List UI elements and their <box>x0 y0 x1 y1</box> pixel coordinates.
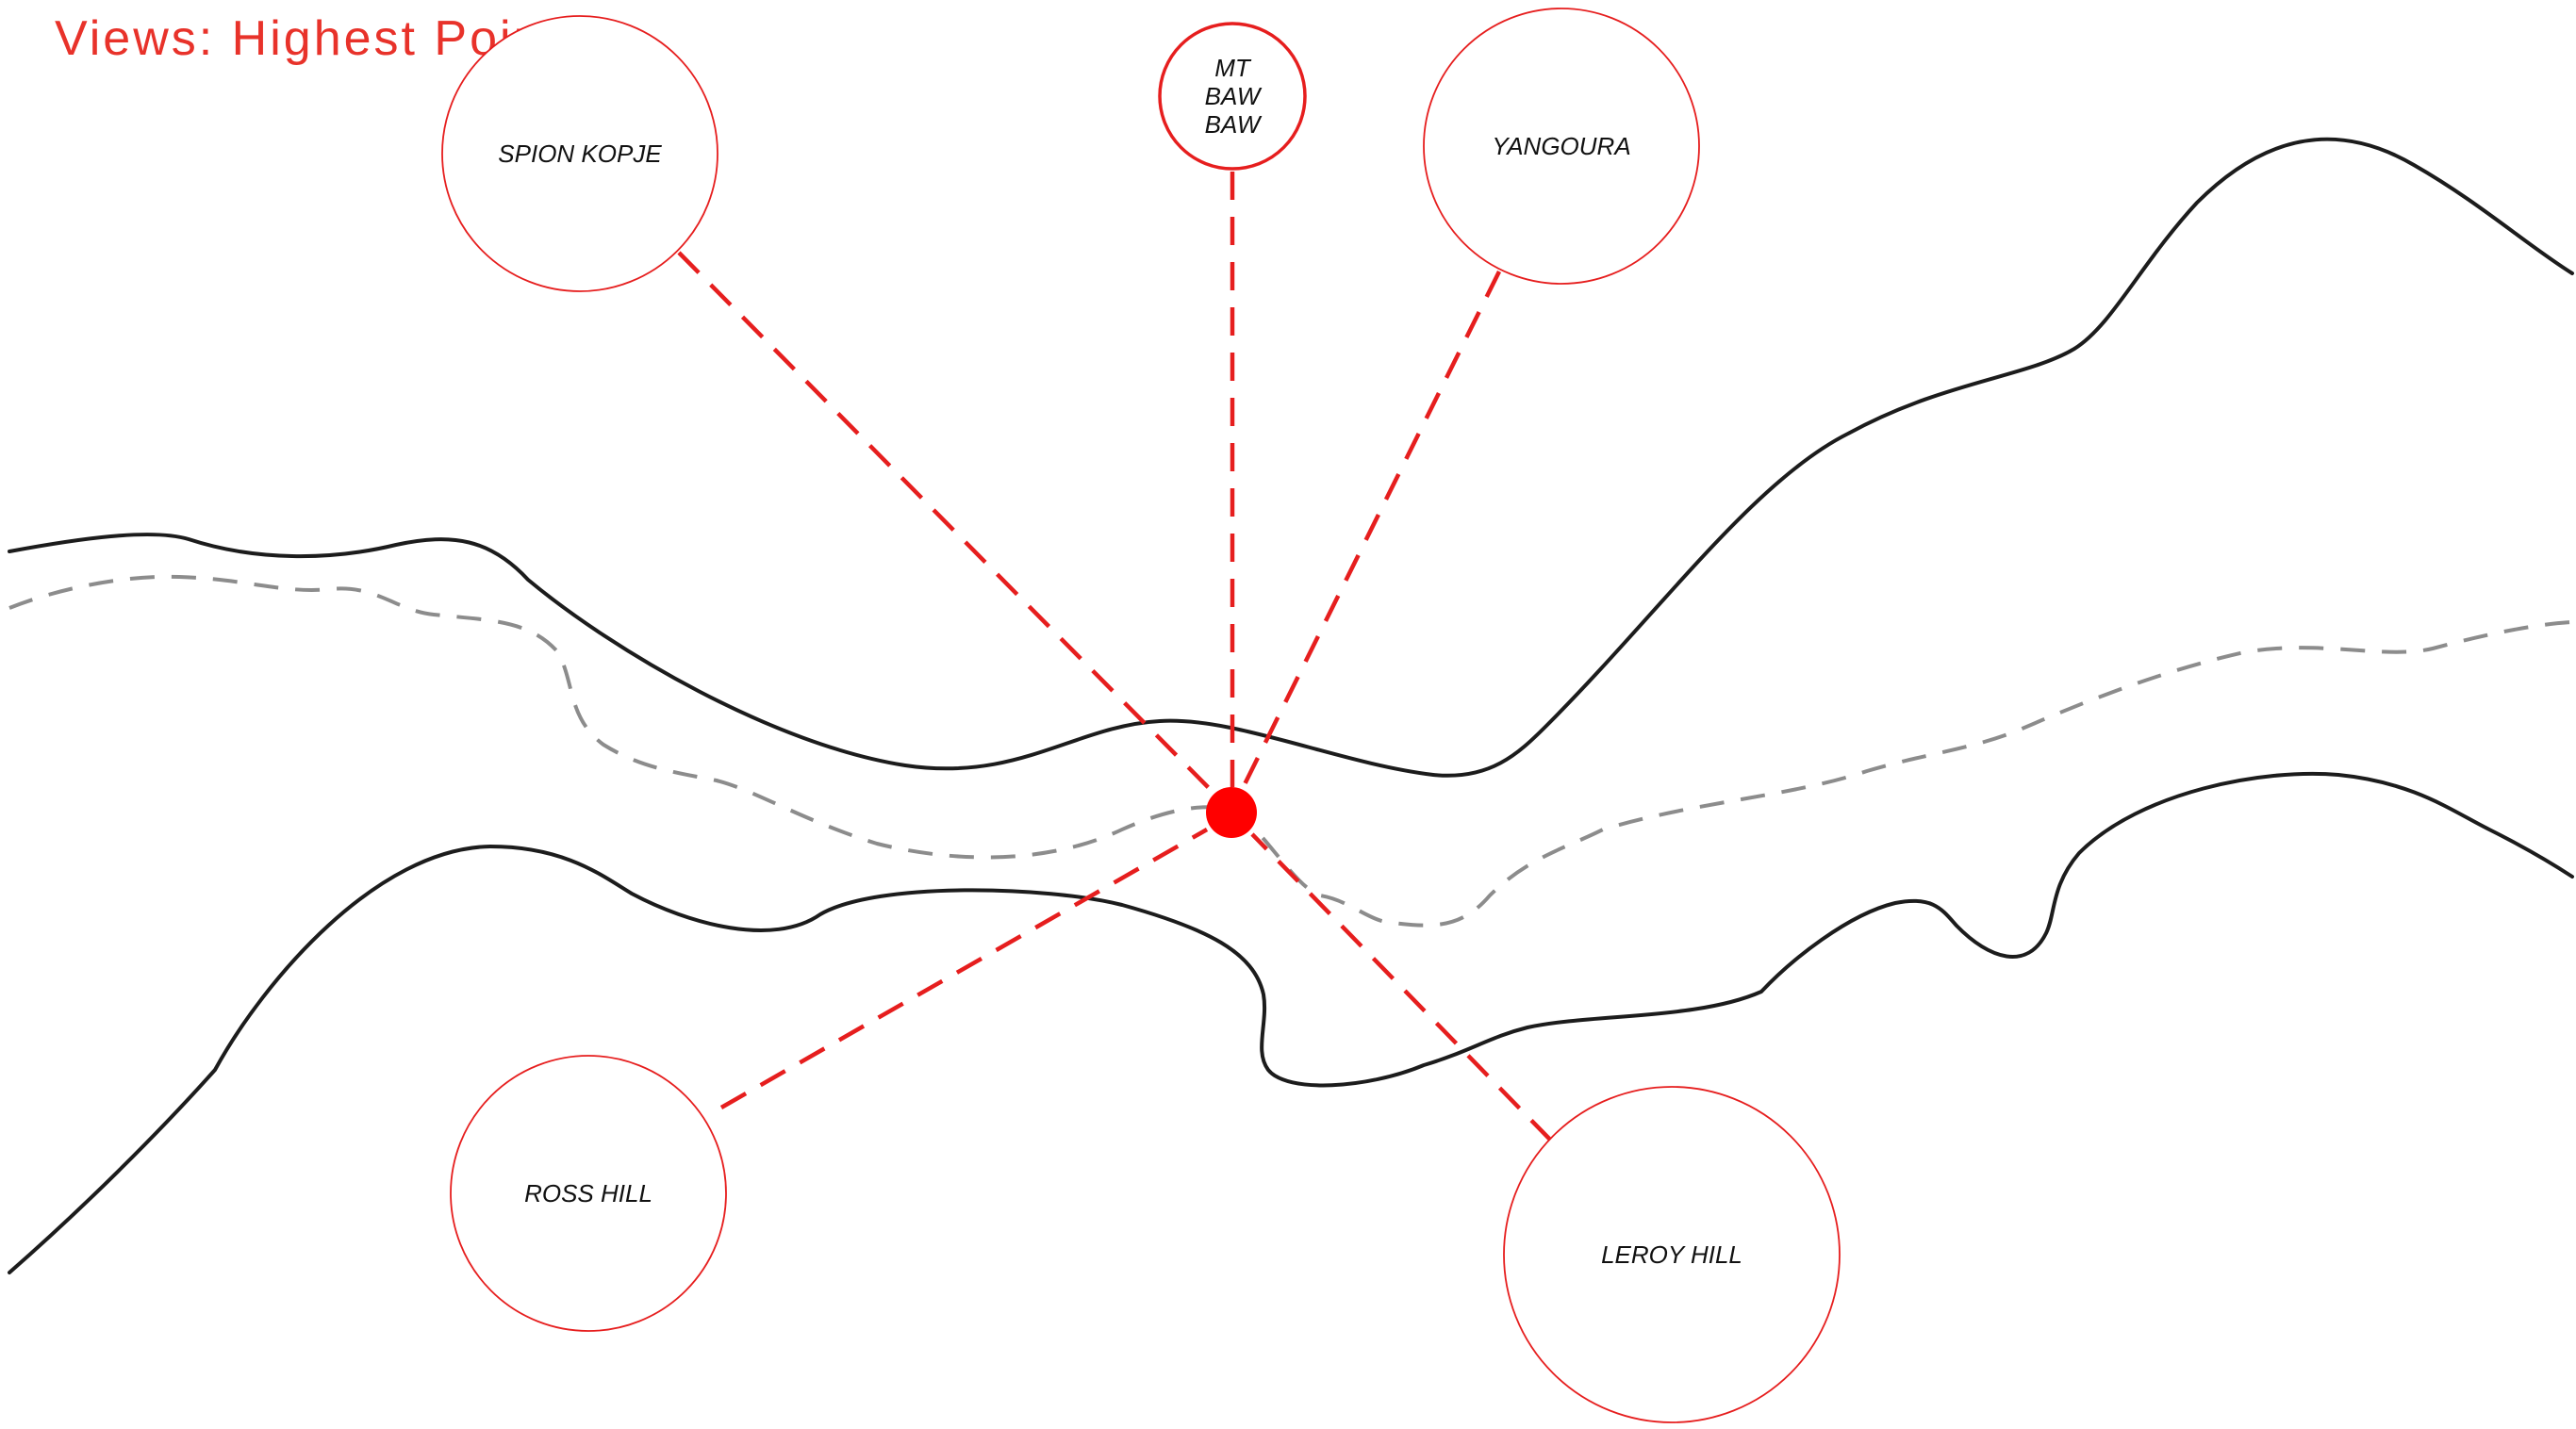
viewpoint-label-leroy-hill: LEROY HILL <box>1601 1240 1742 1269</box>
viewpoint-label-line: ROSS HILL <box>524 1179 652 1207</box>
viewpoint-label-line: BAW <box>1205 82 1263 110</box>
lower-terrain-line <box>8 771 2574 1274</box>
view-line-leroy-hill <box>1250 832 1553 1142</box>
viewpoint-label-line: MT <box>1214 54 1252 82</box>
walking-path-line <box>8 574 2573 928</box>
observation-point-marker <box>1206 787 1257 838</box>
view-line-ross-hill <box>719 828 1209 1109</box>
viewpoint-circle-yangoura <box>1423 8 1700 285</box>
view-lines <box>677 172 1553 1142</box>
viewpoint-label-spion-kopje: SPION KOPJE <box>498 140 662 168</box>
viewpoint-label-ross-hill: ROSS HILL <box>524 1179 652 1207</box>
viewpoint-label-line: YANGOURA <box>1492 132 1630 160</box>
viewpoint-circle-spion-kopje <box>441 15 718 292</box>
viewpoint-label-line: BAW <box>1205 110 1263 139</box>
viewpoint-label-line: LEROY HILL <box>1601 1240 1742 1269</box>
viewpoint-circle-mt-baw-baw <box>1158 22 1307 171</box>
viewpoint-circle-ross-hill <box>450 1055 727 1332</box>
view-line-yangoura <box>1240 270 1502 790</box>
viewpoint-label-yangoura: YANGOURA <box>1492 132 1630 160</box>
viewpoint-label-line: SPION KOPJE <box>498 140 662 168</box>
view-line-spion-kopje <box>677 251 1214 794</box>
upper-terrain-line <box>8 137 2574 778</box>
terrain-lines <box>8 137 2574 1274</box>
viewpoint-circle-leroy-hill <box>1503 1086 1841 1423</box>
